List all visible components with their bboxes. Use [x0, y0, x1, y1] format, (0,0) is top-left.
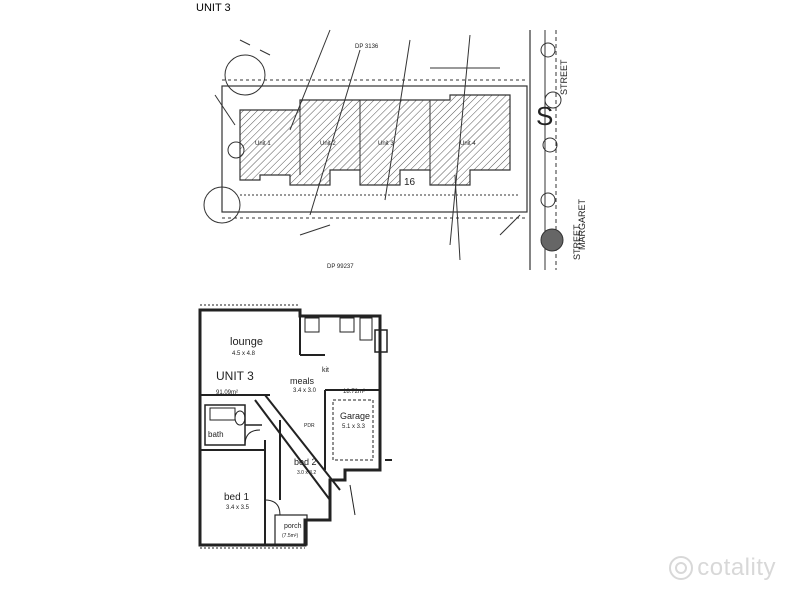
lot-number: 16 [404, 177, 416, 188]
street-label: STREET [559, 59, 569, 95]
dp-top-label: DP 3136 [355, 44, 379, 50]
dp-bottom-label: DP 99237 [327, 264, 354, 270]
hall-wall [254, 399, 331, 501]
room-dims-porch: (7.5m²) [282, 533, 298, 539]
room-name-meals: meals [290, 376, 315, 386]
brand-logo-icon [669, 556, 694, 580]
unit-label: Unit 3 [378, 141, 394, 147]
page-title: UNIT 3 [196, 2, 231, 14]
bathtub-icon [209, 407, 236, 421]
road-letter: S [536, 101, 553, 131]
road-name-label: MARGARET [577, 198, 587, 250]
tree-icon [540, 228, 564, 252]
leader-line [384, 39, 411, 201]
toilet-icon [234, 410, 246, 426]
unit-label: Unit 4 [460, 141, 476, 147]
stove-icon [339, 317, 355, 333]
door-swing [244, 429, 261, 446]
room-name-bed2: bed 2 [294, 457, 317, 467]
room-dims-garage: 5.1 x 3.3 [342, 424, 366, 430]
tree-icon [203, 186, 241, 224]
tree-icon [542, 137, 558, 153]
floor-plan [198, 304, 392, 549]
boundary-mark [349, 484, 356, 516]
street-label: STREET [572, 224, 582, 260]
site-plan [203, 29, 564, 270]
room-name-lounge: lounge [230, 336, 263, 348]
laundry-icon [374, 329, 388, 353]
sketch-mark [239, 39, 271, 56]
tree-icon [540, 192, 556, 208]
leader-line [309, 49, 361, 216]
leader-line [449, 34, 471, 246]
lot-boundary [221, 85, 528, 213]
unit-label: Unit 1 [255, 141, 271, 147]
tree-icon [540, 42, 556, 58]
room-dims-bed1: 3.4 x 3.5 [226, 505, 250, 511]
unit-label: Unit 2 [320, 141, 336, 147]
tree-icon [227, 141, 245, 159]
room-name-garage: Garage [340, 411, 370, 421]
room-dims-lounge: 4.5 x 4.8 [232, 351, 256, 357]
hall-wall [264, 394, 341, 491]
leader-line [289, 29, 331, 131]
room-name-pdr: PDR [304, 423, 315, 429]
tree-icon [544, 91, 562, 109]
fridge-icon [359, 317, 373, 341]
unit-label: UNIT 3 [216, 369, 254, 383]
room-dims-meals: 3.4 x 3.0 [293, 388, 317, 394]
watermark: cotality [669, 554, 776, 582]
leader-line [214, 94, 236, 126]
leader-line [299, 224, 331, 236]
garage-area: 18.72m² [343, 389, 365, 395]
room-name-kit: kit [322, 367, 329, 374]
room-name-bed1: bed 1 [224, 492, 249, 503]
sink-icon [304, 317, 320, 333]
door-swing [264, 499, 281, 516]
room-name-bath: bath [208, 430, 224, 439]
leader-line [454, 174, 461, 261]
tree-icon [224, 54, 266, 96]
room-name-porch: porch [284, 523, 302, 530]
unit-area: 91.09m² [216, 390, 238, 396]
building-footprint [239, 94, 511, 186]
leader-line [499, 214, 521, 236]
porch-outline [274, 514, 308, 546]
watermark-text: cotality [697, 554, 776, 581]
room-dims-bed2: 3.0 x 3.2 [297, 470, 316, 476]
car-outline [332, 399, 374, 461]
